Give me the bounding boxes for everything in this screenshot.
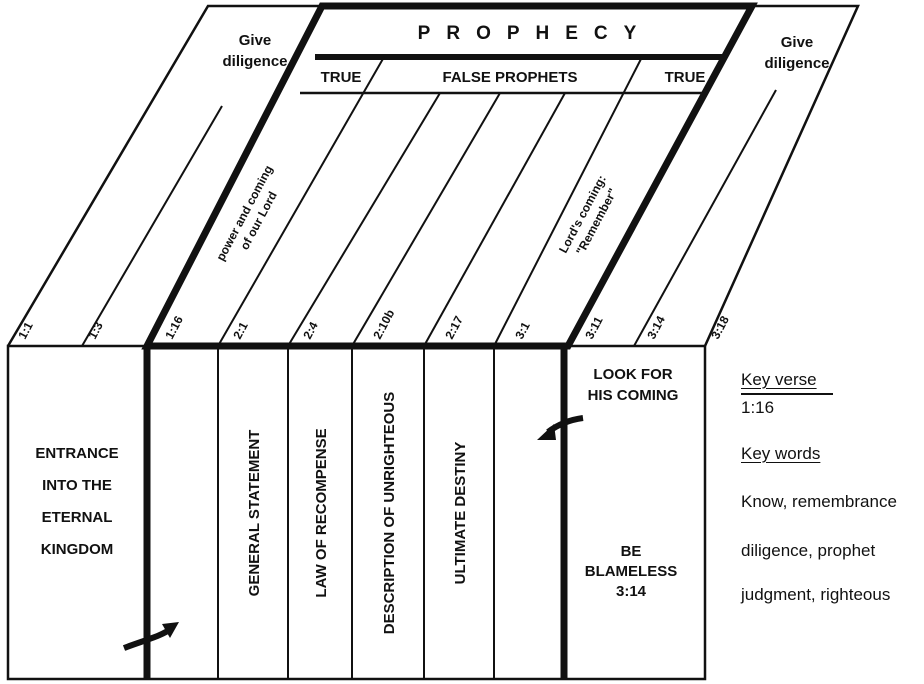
curved-arrow-left-icon bbox=[122, 622, 179, 651]
true-left-label: TRUE bbox=[321, 69, 362, 86]
reference-label: 1:1 bbox=[15, 319, 36, 341]
false-prophets-label: FALSE PROPHETS bbox=[442, 69, 577, 86]
reference-label: 3:14 bbox=[644, 313, 668, 341]
key-verse-value: 1:16 bbox=[741, 398, 775, 417]
give-diligence-right-2: diligence bbox=[764, 55, 829, 72]
outline-left-slant bbox=[6, 4, 322, 347]
reference-label: 1:3 bbox=[85, 319, 106, 341]
entrance-line-1: ENTRANCE bbox=[35, 445, 118, 462]
entrance-line-4: KINGDOM bbox=[41, 541, 114, 558]
reference-label: 3:18 bbox=[708, 313, 732, 341]
slant-sep-3 bbox=[217, 56, 385, 347]
slant-sep-4 bbox=[287, 92, 441, 347]
key-words-line-2: diligence, prophet bbox=[741, 541, 876, 560]
description-unrighteous-label: DESCRIPTION OF UNRIGHTEOUS bbox=[381, 392, 398, 635]
general-statement-label: GENERAL STATEMENT bbox=[246, 430, 263, 597]
reference-label: 3:1 bbox=[512, 319, 533, 341]
key-verse-rule bbox=[741, 393, 833, 395]
look-for-line-1: LOOK FOR bbox=[593, 366, 672, 383]
curved-arrow-right-icon bbox=[537, 415, 584, 440]
prophecy-title: PROPHECY bbox=[418, 23, 653, 44]
give-diligence-left-2: diligence bbox=[222, 53, 287, 70]
entrance-line-2: INTO THE bbox=[42, 477, 112, 494]
key-words-label: Key words bbox=[741, 444, 821, 463]
law-of-recompense-label: LAW OF RECOMPENSE bbox=[313, 428, 330, 597]
key-words-line-3: judgment, righteous bbox=[741, 585, 891, 604]
reference-label: 2:10b bbox=[370, 307, 397, 341]
key-verse-label: Key verse bbox=[741, 370, 817, 389]
bottom-box bbox=[6, 344, 707, 681]
reference-label: 2:4 bbox=[300, 319, 321, 341]
key-words-line-1: Know, remembrance bbox=[741, 492, 897, 511]
reference-label: 1:16 bbox=[162, 313, 186, 341]
ultimate-destiny-label: ULTIMATE DESTINY bbox=[452, 442, 469, 585]
slant-sep-6 bbox=[423, 92, 566, 347]
entrance-line-3: ETERNAL bbox=[42, 509, 113, 526]
slant-sep-7 bbox=[493, 56, 643, 347]
slant-sep-1 bbox=[81, 105, 223, 347]
reference-label: 2:17 bbox=[442, 313, 466, 341]
slant-sep-5 bbox=[351, 92, 501, 347]
outline-right-slant bbox=[703, 4, 860, 347]
give-diligence-right-1: Give bbox=[781, 34, 814, 51]
be-blameless-line-2: BLAMELESS bbox=[585, 563, 678, 580]
be-blameless-line-1: BE bbox=[621, 543, 642, 560]
be-blameless-line-3: 3:14 bbox=[616, 583, 647, 600]
give-diligence-left-1: Give bbox=[239, 32, 272, 49]
look-for-line-2: HIS COMING bbox=[588, 387, 679, 404]
slant-sep-9 bbox=[633, 89, 777, 347]
true-right-label: TRUE bbox=[665, 69, 706, 86]
reference-label: 2:1 bbox=[230, 319, 251, 341]
